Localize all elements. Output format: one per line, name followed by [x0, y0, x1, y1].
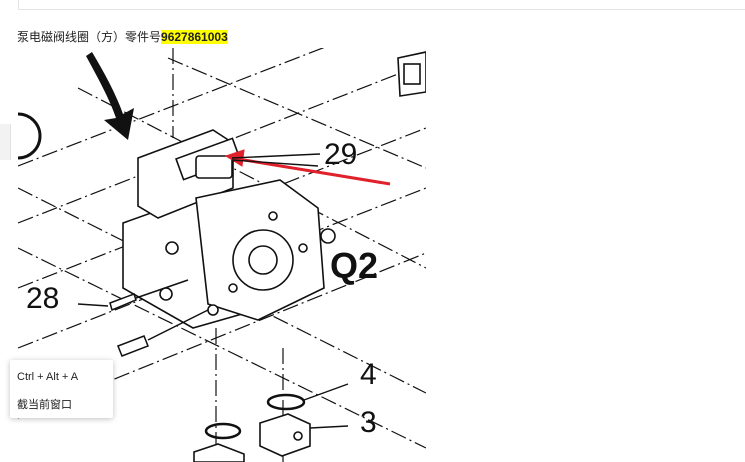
- top-bar: [18, 0, 745, 10]
- callout-4: 4: [360, 358, 377, 391]
- screenshot-shortcut-tooltip[interactable]: Ctrl + Alt + A 截当前窗口: [10, 360, 113, 418]
- shortcut-action: 截当前窗口: [17, 399, 72, 411]
- callout-28: 28: [26, 282, 59, 315]
- image-caption: 泵电磁阀线圈（方）零件号9627861003: [17, 28, 228, 45]
- pointer-arrow-icon: [86, 52, 134, 140]
- callout-q2: Q2: [330, 245, 378, 286]
- part-number: 9627861003: [161, 30, 228, 44]
- callout-3: 3: [360, 406, 377, 439]
- exploded-parts-diagram: 29 Q2 28 4 3: [18, 48, 426, 462]
- caption-text: 泵电磁阀线圈（方）零件号: [17, 30, 162, 44]
- left-panel-edge: [0, 124, 11, 160]
- shortcut-text: Ctrl + Alt + A: [17, 371, 79, 383]
- callout-29: 29: [324, 138, 357, 171]
